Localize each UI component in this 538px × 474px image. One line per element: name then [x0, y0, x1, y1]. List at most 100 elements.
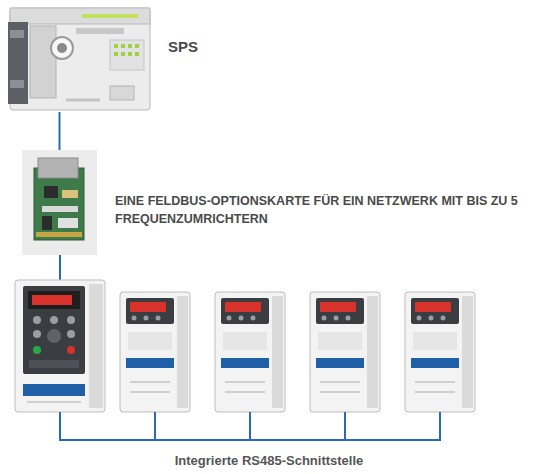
drive-illustration	[126, 358, 174, 368]
drive-illustration	[225, 381, 265, 383]
drive-illustration	[130, 381, 170, 383]
plc-illustration	[10, 8, 150, 24]
plc-illustration	[10, 8, 150, 110]
plc-illustration	[121, 44, 125, 48]
plc-illustration	[114, 52, 118, 56]
drive-illustration	[215, 292, 285, 412]
drive-illustration	[320, 381, 360, 383]
drive-illustration	[320, 391, 360, 393]
drive-illustration	[334, 316, 339, 321]
drive-illustration	[28, 291, 80, 309]
option-card-illustration	[36, 232, 82, 237]
drive-illustration	[120, 292, 190, 412]
drive-illustration	[89, 284, 103, 408]
drive-illustration	[310, 292, 380, 412]
drive-illustration	[405, 292, 475, 412]
drive-illustration	[411, 298, 459, 324]
drive-illustration	[415, 381, 455, 383]
drive-illustration	[346, 316, 351, 321]
option-card-node: EINE FELDBUS-OPTIONSKARTE FÜR EIN NETZWE…	[22, 150, 97, 255]
drive-illustration	[272, 296, 283, 408]
option-card-illustration	[44, 186, 58, 198]
plc-illustration	[128, 52, 132, 56]
plc-illustration	[121, 52, 125, 56]
drive-illustration	[27, 401, 81, 403]
plc-node: SPS	[5, 0, 155, 112]
wire	[59, 255, 61, 280]
drive-illustration	[130, 302, 166, 312]
plc-illustration	[57, 43, 67, 53]
plc-illustration	[10, 30, 24, 38]
drive-illustration	[144, 316, 149, 321]
drive-illustration	[128, 332, 172, 350]
drive-illustration	[221, 298, 269, 324]
bus-wire	[344, 412, 346, 441]
drive-illustration	[15, 280, 105, 412]
drive-illustration	[316, 358, 364, 368]
drive-illustration	[318, 332, 362, 350]
interface-label: Integrierte RS485-Schnittstelle	[0, 453, 538, 468]
plc-illustration	[114, 44, 118, 48]
drive-illustration	[215, 292, 285, 412]
option-card-illustration	[42, 216, 52, 230]
plc-illustration	[8, 22, 28, 104]
plc-illustration	[110, 86, 134, 100]
option-card-illustration	[22, 150, 97, 255]
plc-illustration	[10, 80, 24, 88]
drive-illustration	[462, 296, 473, 408]
drive-illustration	[67, 346, 75, 354]
bus-wire	[439, 412, 441, 441]
option-card-illustration	[34, 168, 84, 240]
drive-illustration	[177, 296, 188, 408]
drive-illustration	[156, 316, 161, 321]
bus-wire	[249, 412, 251, 441]
drive-illustration	[415, 302, 451, 312]
drive-illustration	[15, 280, 105, 412]
drive-illustration	[225, 302, 261, 312]
plc-illustration	[66, 99, 100, 102]
drive-illustration	[67, 316, 75, 324]
option-card-illustration	[42, 206, 78, 212]
drive-illustration	[126, 298, 174, 324]
drive-illustration	[67, 330, 75, 338]
drive-illustration	[132, 316, 137, 321]
drive-illustration	[32, 295, 72, 305]
drive-illustration	[225, 391, 265, 393]
drive-illustration	[405, 292, 475, 412]
option-card-illustration	[38, 158, 78, 178]
drive-illustration	[227, 316, 232, 321]
plc-illustration	[82, 14, 138, 18]
option-card-illustration	[62, 190, 78, 198]
node-label: SPS	[168, 36, 248, 58]
plc-illustration	[135, 52, 139, 56]
drive-illustration	[417, 316, 422, 321]
plc-illustration	[30, 26, 56, 98]
drive-illustration	[411, 358, 459, 368]
drive-illustration	[29, 360, 79, 368]
plc-illustration	[51, 37, 73, 59]
drive-illustration	[322, 316, 327, 321]
drive-illustration	[120, 292, 190, 412]
bus-wire	[59, 439, 441, 441]
plc-illustration	[8, 8, 150, 110]
option-card-illustration	[58, 218, 78, 228]
drive-illustration	[441, 316, 446, 321]
bus-wire	[59, 412, 441, 441]
drive-illustration	[429, 316, 434, 321]
drive-illustration	[50, 316, 58, 324]
drive-illustration	[320, 302, 356, 312]
drive-illustration	[23, 384, 85, 396]
drive-illustration	[239, 316, 244, 321]
option-card-illustration	[22, 150, 97, 255]
plc-illustration	[135, 44, 139, 48]
drive-illustration	[367, 296, 378, 408]
drive-illustration	[316, 298, 364, 324]
drive-illustration	[47, 329, 61, 343]
drive-illustration	[33, 330, 41, 338]
drive-illustration	[33, 346, 41, 354]
bus-wire	[59, 412, 61, 441]
plc-illustration	[110, 40, 144, 70]
drive-illustration	[413, 332, 457, 350]
